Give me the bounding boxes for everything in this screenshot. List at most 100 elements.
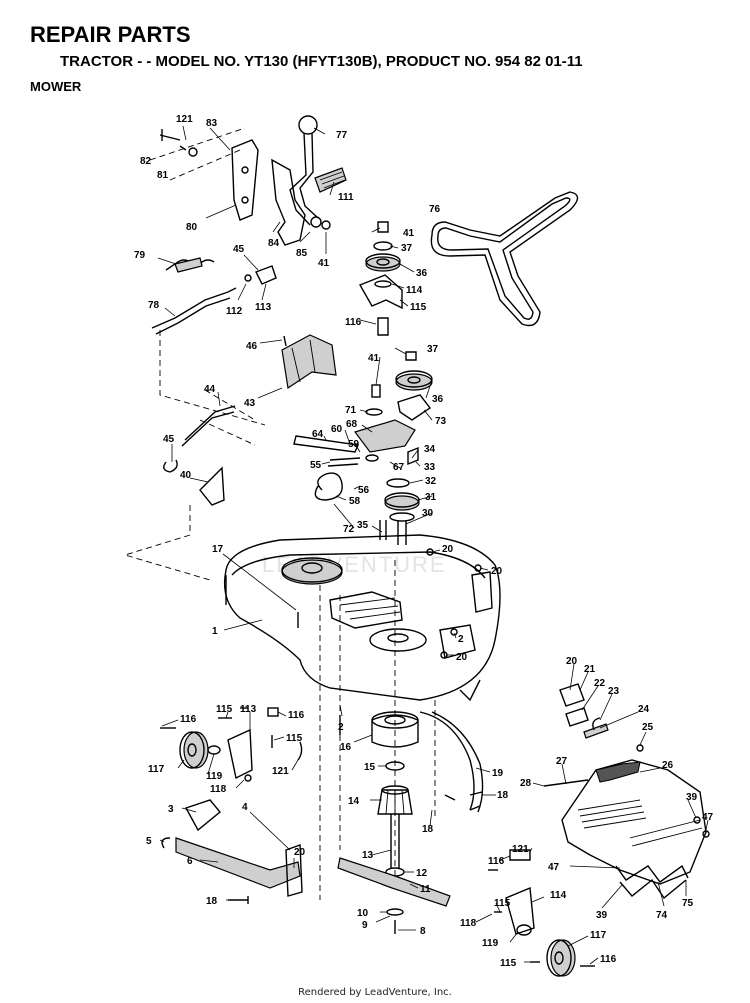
callout-15: 15 — [364, 762, 376, 773]
callout-113a: 115 — [216, 704, 233, 715]
callout-114b: 116 — [488, 856, 505, 867]
callout-3: 3 — [168, 804, 174, 815]
callout-71: 78 — [148, 300, 160, 311]
callout-58: 72 — [343, 524, 355, 535]
callout-37b: 37 — [427, 344, 439, 355]
callout-77: 83 — [206, 118, 218, 129]
callout-14: 14 — [348, 796, 360, 807]
callout-35: 35 — [357, 520, 369, 531]
callout-2b: 2 — [338, 722, 344, 733]
callout-81: 112 — [226, 306, 243, 317]
callout-117b: 117 — [590, 930, 607, 941]
page-title: REPAIR PARTS — [30, 22, 191, 47]
right-gauge-wheel — [488, 849, 595, 977]
callout-6: 6 — [187, 856, 193, 867]
phantom-lines — [123, 127, 436, 900]
callout-18b: 18 — [422, 824, 434, 835]
callout-54: 67 — [393, 462, 405, 473]
callout-19: 18 — [206, 896, 218, 907]
lift-lever-assembly — [159, 115, 347, 246]
section-label: MOWER — [30, 79, 82, 94]
drive-belt — [430, 191, 579, 327]
left-gauge-wheel — [160, 707, 303, 904]
callout-119a: 119 — [206, 771, 223, 782]
idler-pulley-stack — [293, 221, 433, 545]
deck-support-bracket — [281, 334, 337, 390]
callout-60: 74 — [656, 910, 668, 921]
callout-43: 44 — [204, 384, 216, 395]
callout-85: 116 — [345, 317, 362, 328]
callout-47a: 47 — [702, 812, 714, 823]
callout-21d: 20 — [294, 847, 306, 858]
callout-82: 113 — [255, 302, 272, 313]
callout-13: 13 — [362, 850, 374, 861]
callout-118b: 118 — [460, 918, 477, 929]
callout-67: 77 — [336, 130, 348, 141]
callout-74: 81 — [157, 170, 169, 181]
callout-72: 79 — [134, 250, 146, 261]
callout-68: 76 — [429, 204, 441, 215]
callout-28: 27 — [556, 756, 568, 767]
callout-21b: 20 — [491, 566, 503, 577]
leader-lines — [157, 125, 709, 965]
callout-115a: 115 — [286, 733, 303, 744]
callout-64: 75 — [682, 898, 694, 909]
render-credit: Rendered by LeadVenture, Inc. — [298, 987, 452, 998]
callout-21e: 20 — [566, 656, 578, 667]
discharge-chute — [419, 683, 710, 900]
callout-83: 114 — [406, 285, 423, 296]
callout-4: 4 — [242, 802, 248, 813]
callout-17: 17 — [212, 544, 224, 555]
callout-labels: 121 83 77 82 81 111 80 84 85 41 79 45 11… — [134, 114, 714, 969]
lift-links — [151, 257, 277, 506]
callout-37a: 37 — [401, 243, 413, 254]
callout-2a: 2 — [458, 634, 464, 645]
callout-12: 12 — [416, 868, 428, 879]
callout-55: 68 — [346, 419, 358, 430]
callout-9: 9 — [362, 920, 368, 931]
callout-46: 46 — [246, 341, 258, 352]
callout-31: 31 — [425, 492, 437, 503]
callout-111: 113 — [240, 704, 257, 715]
callout-73: 80 — [186, 222, 198, 233]
hardware — [240, 548, 482, 782]
callout-84: 115 — [410, 302, 427, 313]
callout-50: 58 — [349, 496, 361, 507]
callout-118a: 118 — [210, 784, 227, 795]
callout-114a: 116 — [288, 710, 305, 721]
callout-49: 56 — [358, 485, 370, 496]
callout-26: 25 — [642, 722, 654, 733]
callout-75: 82 — [140, 156, 152, 167]
callout-52: 60 — [331, 424, 343, 435]
callout-59: 73 — [435, 416, 447, 427]
callout-8: 8 — [420, 926, 426, 937]
callout-79: 85 — [296, 248, 308, 259]
callout-53: 64 — [312, 429, 324, 440]
callout-22: 21 — [584, 664, 596, 675]
callout-76: 121 — [176, 114, 193, 125]
callout-32: 32 — [425, 476, 437, 487]
callout-39a: 39 — [686, 792, 698, 803]
callout-48: 55 — [310, 460, 322, 471]
callout-78: 84 — [268, 238, 280, 249]
callout-36b: 36 — [432, 394, 444, 405]
callout-20: 19 — [492, 768, 504, 779]
callout-121b: 121 — [512, 844, 529, 855]
callout-33: 33 — [424, 462, 436, 473]
callout-116b: 116 — [600, 954, 617, 965]
callout-45a: 45 — [233, 244, 245, 255]
callout-21c: 20 — [456, 652, 468, 663]
callout-21a: 20 — [442, 544, 454, 555]
callout-115b: 115 — [494, 898, 511, 909]
callout-121a: 121 — [272, 766, 289, 777]
callout-117a: 117 — [148, 764, 165, 775]
blade-spindle — [337, 711, 451, 934]
callout-27: 26 — [662, 760, 674, 771]
callout-23: 22 — [594, 678, 606, 689]
callout-16: 16 — [340, 742, 352, 753]
callout-18a: 18 — [497, 790, 509, 801]
callout-113b: 115 — [500, 958, 517, 969]
callout-80: 111 — [338, 192, 354, 203]
callout-44: 43 — [244, 398, 256, 409]
